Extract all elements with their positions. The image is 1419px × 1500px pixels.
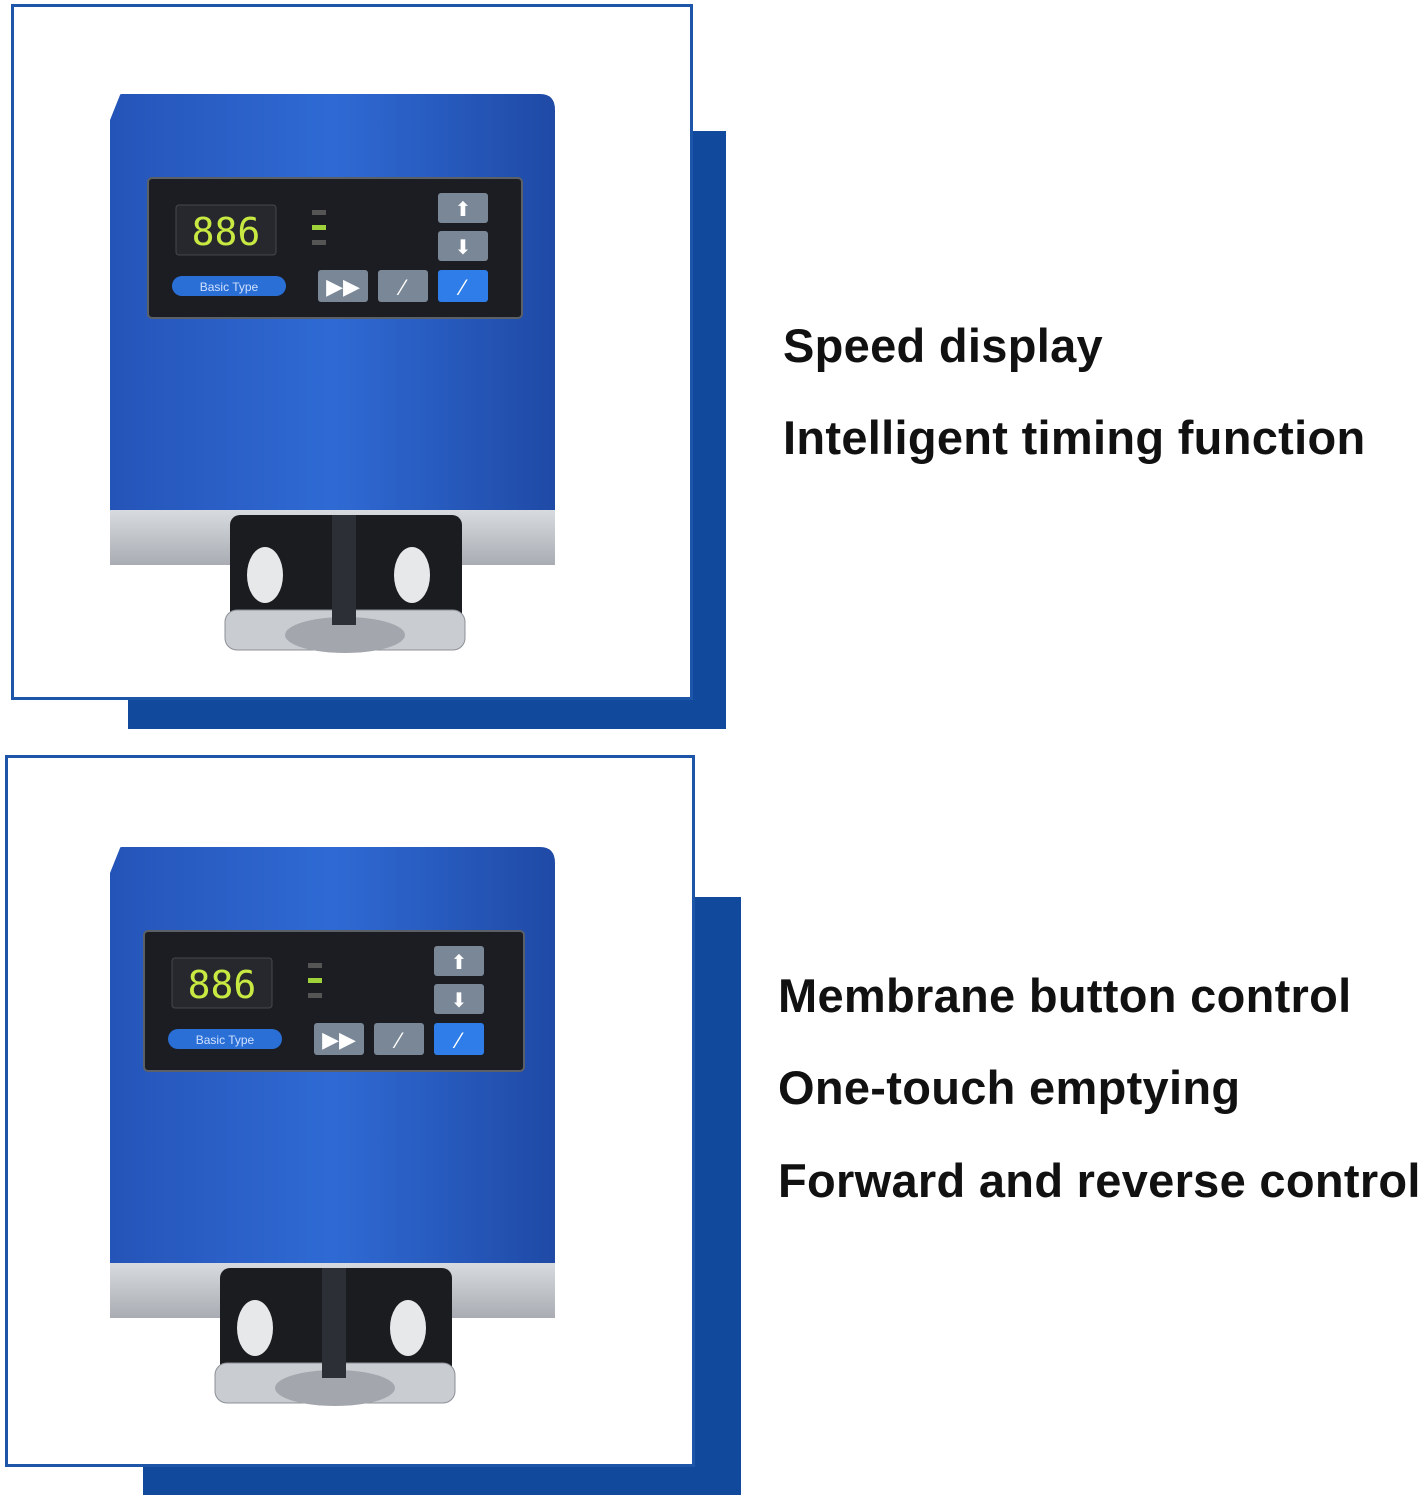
svg-text:▶▶: ▶▶ (326, 274, 360, 299)
feature-membrane-button: Membrane button control (778, 969, 1352, 1022)
down-button (438, 231, 488, 261)
feature-forward-reverse: Forward and reverse control (778, 1154, 1419, 1207)
svg-text:⬇: ⬇ (451, 990, 468, 1012)
direction-button (378, 270, 428, 302)
fast-forward-button (314, 1023, 364, 1055)
basic-type-badge (168, 1029, 282, 1049)
svg-text:⬇: ⬇ (455, 237, 472, 259)
basic-type-badge (172, 276, 286, 296)
peristaltic-pump-image: 886 Basic Type ▶▶ ⁄ ⁄ ⬆ ⬇ (110, 847, 555, 1406)
start-stop-button (434, 1023, 484, 1055)
tube-fitting-left (237, 1300, 273, 1356)
direction-button (374, 1023, 424, 1055)
tube-fitting-right (394, 547, 430, 603)
speed-readout: 886 (192, 210, 261, 254)
start-stop-button (438, 270, 488, 302)
feature-intelligent-timing: Intelligent timing function (783, 411, 1366, 464)
led-display (175, 204, 277, 256)
peristaltic-pump-image: 886 Basic Type ▶▶ ⁄ ⁄ ⬆ ⬇ (110, 94, 555, 653)
tube-fitting-right (390, 1300, 426, 1356)
up-button (434, 946, 484, 976)
down-button (434, 984, 484, 1014)
fast-forward-button (318, 270, 368, 302)
svg-text:⬆: ⬆ (451, 952, 468, 974)
led-display (171, 957, 273, 1009)
svg-text:▶▶: ▶▶ (322, 1027, 356, 1052)
feature-one-touch-emptying: One-touch emptying (778, 1061, 1241, 1114)
speed-readout: 886 (188, 963, 257, 1007)
svg-text:Basic Type: Basic Type (200, 280, 259, 294)
feature-speed-display: Speed display (783, 319, 1103, 372)
up-button (438, 193, 488, 223)
svg-text:⬆: ⬆ (455, 199, 472, 221)
tube-fitting-left (247, 547, 283, 603)
svg-text:Basic Type: Basic Type (196, 1033, 255, 1047)
